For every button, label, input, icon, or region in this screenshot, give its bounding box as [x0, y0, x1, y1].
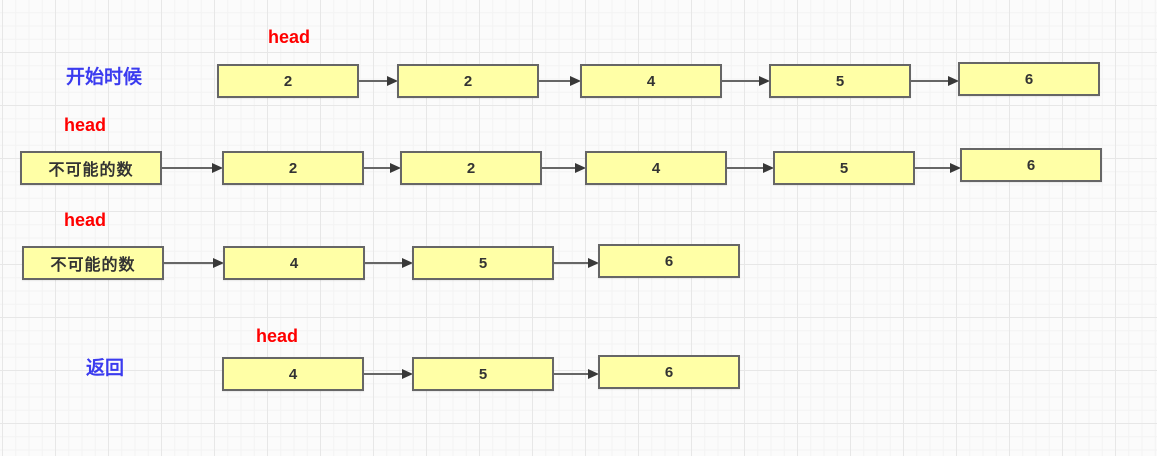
next-pointer-arrow	[722, 75, 770, 87]
list-node: 5	[412, 246, 554, 280]
list-node: 4	[222, 357, 364, 391]
next-pointer-arrow	[164, 257, 224, 269]
step-caption: 返回	[86, 358, 125, 379]
head-pointer-label: head	[64, 115, 107, 135]
arrow-line	[364, 167, 392, 169]
list-node: 5	[769, 64, 911, 98]
next-pointer-arrow	[554, 257, 599, 269]
head-pointer-label: head	[256, 326, 299, 346]
arrow-line	[722, 80, 761, 82]
arrow-line	[911, 80, 950, 82]
arrow-line	[915, 167, 952, 169]
list-node: 6	[960, 148, 1102, 182]
arrowhead-icon	[763, 163, 774, 173]
arrow-line	[727, 167, 765, 169]
list-node: 4	[223, 246, 365, 280]
arrow-line	[164, 262, 215, 264]
next-pointer-arrow	[364, 162, 401, 174]
arrow-line	[359, 80, 389, 82]
list-node: 4	[580, 64, 722, 98]
list-node: 5	[773, 151, 915, 185]
next-pointer-arrow	[364, 368, 413, 380]
list-node: 5	[412, 357, 554, 391]
list-node: 2	[400, 151, 542, 185]
arrowhead-icon	[950, 163, 961, 173]
arrowhead-icon	[390, 163, 401, 173]
arrowhead-icon	[213, 258, 224, 268]
arrowhead-icon	[948, 76, 959, 86]
list-node: 2	[397, 64, 539, 98]
arrowhead-icon	[402, 258, 413, 268]
arrowhead-icon	[575, 163, 586, 173]
arrowhead-icon	[387, 76, 398, 86]
next-pointer-arrow	[365, 257, 413, 269]
next-pointer-arrow	[359, 75, 398, 87]
arrowhead-icon	[570, 76, 581, 86]
arrow-line	[554, 373, 590, 375]
arrowhead-icon	[588, 369, 599, 379]
arrowhead-icon	[759, 76, 770, 86]
list-node: 6	[598, 244, 740, 278]
list-node: 6	[958, 62, 1100, 96]
next-pointer-arrow	[911, 75, 959, 87]
next-pointer-arrow	[727, 162, 774, 174]
arrow-line	[539, 80, 572, 82]
next-pointer-arrow	[554, 368, 599, 380]
list-node: 2	[217, 64, 359, 98]
arrowhead-icon	[212, 163, 223, 173]
arrow-line	[542, 167, 577, 169]
next-pointer-arrow	[915, 162, 961, 174]
next-pointer-arrow	[162, 162, 223, 174]
list-node: 不可能的数	[20, 151, 162, 185]
next-pointer-arrow	[539, 75, 581, 87]
head-pointer-label: head	[64, 210, 107, 230]
arrow-line	[554, 262, 590, 264]
next-pointer-arrow	[542, 162, 586, 174]
list-node: 4	[585, 151, 727, 185]
list-node: 不可能的数	[22, 246, 164, 280]
list-node: 6	[598, 355, 740, 389]
list-node: 2	[222, 151, 364, 185]
step-caption: 开始时候	[66, 67, 143, 88]
arrow-line	[162, 167, 214, 169]
arrow-line	[365, 262, 404, 264]
arrowhead-icon	[402, 369, 413, 379]
head-pointer-label: head	[268, 27, 311, 47]
arrowhead-icon	[588, 258, 599, 268]
arrow-line	[364, 373, 404, 375]
